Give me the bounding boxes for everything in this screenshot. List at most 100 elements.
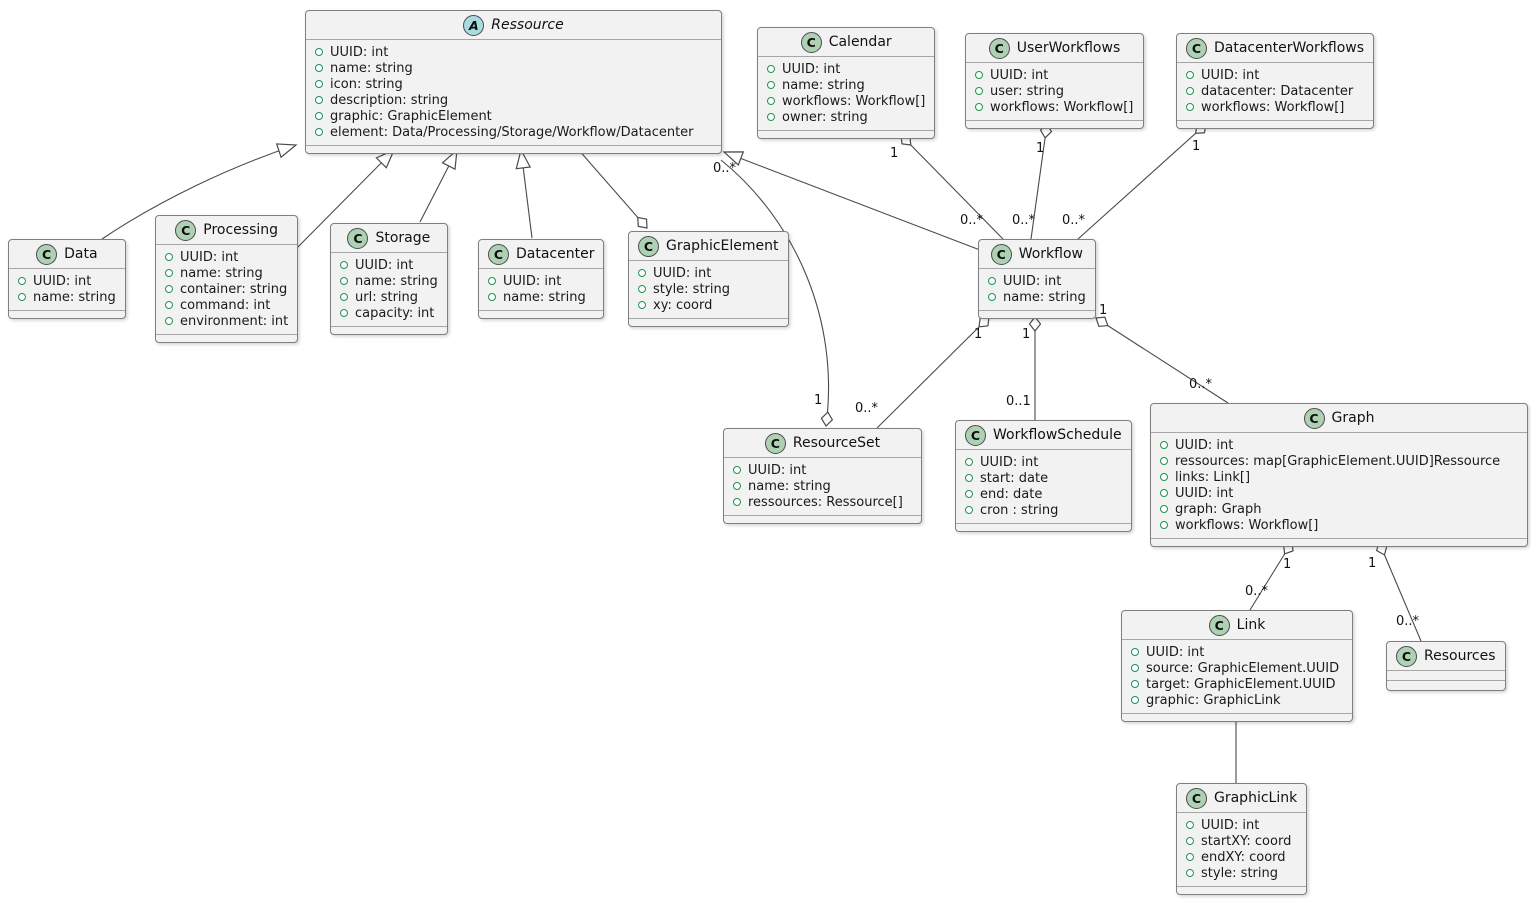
attribute-text: name: string: [503, 289, 586, 305]
class-attribute: UUID: int: [724, 462, 921, 478]
class-icon: C: [36, 243, 58, 265]
class-attribute: UUID: int: [979, 273, 1095, 289]
class-name: Workflow: [1018, 246, 1083, 262]
multiplicity-label: 0..1: [1006, 394, 1031, 409]
field-icon: [340, 277, 348, 285]
class-attribute: UUID: int: [1177, 817, 1306, 833]
class-name: Data: [64, 246, 98, 262]
edge-workflow-has-resourcesets: [876, 316, 990, 429]
class-attribute: name: string: [9, 289, 125, 305]
attribute-text: links: Link[]: [1175, 469, 1251, 485]
attribute-text: UUID: int: [980, 454, 1039, 470]
class-attribute: icon: string: [306, 76, 721, 92]
field-icon: [767, 81, 775, 89]
field-icon: [315, 128, 323, 136]
multiplicity-label: 1: [1036, 141, 1045, 156]
class-attribute: cron : string: [956, 502, 1131, 518]
class-icon: C: [488, 243, 509, 265]
class-name: UserWorkflows: [1016, 40, 1121, 56]
attribute-text: datacenter: Datacenter: [1201, 83, 1354, 99]
edge-processing-extends-ressource: [291, 148, 396, 254]
class-icon: C: [988, 37, 1010, 59]
class-attribute: command: int: [156, 297, 297, 313]
class-attribute: UUID: int: [629, 265, 788, 281]
field-icon: [315, 112, 323, 120]
attribute-text: name: string: [355, 273, 438, 289]
field-icon: [988, 277, 996, 285]
attribute-text: startXY: coord: [1201, 833, 1292, 849]
field-icon: [315, 80, 323, 88]
class-attribute: container: string: [156, 281, 297, 297]
field-icon: [767, 65, 775, 73]
class-icon: C: [347, 227, 369, 249]
class-name: ResourceSet: [792, 435, 881, 451]
attribute-text: name: string: [180, 265, 263, 281]
field-icon: [488, 293, 496, 301]
class-attribute: datacenter: Datacenter: [1177, 83, 1373, 99]
attribute-text: environment: int: [180, 313, 289, 329]
class-attribute: name: string: [758, 77, 934, 93]
class-attribute: UUID: int: [966, 67, 1143, 83]
attribute-text: description: string: [330, 92, 449, 108]
field-icon: [1186, 103, 1194, 111]
class-attribute: startXY: coord: [1177, 833, 1306, 849]
class-icon: C: [800, 31, 822, 53]
attribute-text: UUID: int: [1175, 485, 1234, 501]
attribute-text: UUID: int: [503, 273, 562, 289]
field-icon: [767, 97, 775, 105]
attribute-text: icon: string: [330, 76, 403, 92]
class-icon: C: [965, 424, 986, 446]
attribute-text: source: GraphicElement.UUID: [1146, 660, 1340, 676]
class-attribute: workflows: Workflow[]: [1177, 99, 1373, 115]
class-attribute: name: string: [979, 289, 1095, 305]
field-icon: [340, 293, 348, 301]
field-icon: [1160, 521, 1168, 529]
edge-data-extends-ressource: [101, 143, 298, 240]
field-icon: [1160, 489, 1168, 497]
field-icon: [1186, 87, 1194, 95]
edge-graph-has-resources: [1375, 541, 1422, 642]
multiplicity-label: 0..*: [855, 401, 879, 416]
class-attribute: UUID: int: [1151, 437, 1527, 453]
class-attribute: owner: string: [758, 109, 934, 125]
attribute-text: UUID: int: [1003, 273, 1062, 289]
edge-workflow-extends-ressource: [722, 151, 981, 251]
class-attribute: description: string: [306, 92, 721, 108]
class-name: Resources: [1424, 648, 1496, 664]
field-icon: [165, 317, 173, 325]
multiplicity-label: 0..*: [1245, 584, 1269, 599]
class-icon: C: [1208, 614, 1230, 636]
attribute-text: endXY: coord: [1201, 849, 1286, 865]
methods-compartment: [629, 319, 788, 326]
class-icon: C: [638, 235, 659, 257]
class-attribute: environment: int: [156, 313, 297, 329]
field-icon: [1186, 821, 1194, 829]
field-icon: [1160, 473, 1168, 481]
field-icon: [488, 277, 496, 285]
class-attribute: workflows: Workflow[]: [966, 99, 1143, 115]
class-name: DatacenterWorkflows: [1214, 40, 1365, 56]
class-attribute: name: string: [479, 289, 603, 305]
field-icon: [965, 474, 973, 482]
class-attribute: target: GraphicElement.UUID: [1122, 676, 1352, 692]
field-icon: [165, 301, 173, 309]
field-icon: [1186, 869, 1194, 877]
attribute-text: end: date: [980, 486, 1043, 502]
attribute-text: UUID: int: [180, 249, 239, 265]
multiplicity-label: 0..*: [713, 161, 737, 176]
attribute-text: UUID: int: [33, 273, 92, 289]
class-attribute: UUID: int: [1177, 67, 1373, 83]
field-icon: [315, 96, 323, 104]
